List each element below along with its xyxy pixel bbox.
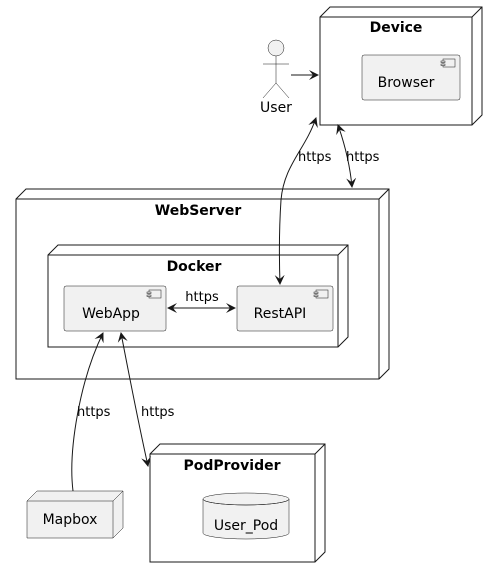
podprovider-node: PodProvider User_Pod xyxy=(149,443,326,563)
mapbox-webapp-edge xyxy=(71,332,104,492)
restapi-label: RestAPI xyxy=(254,306,307,322)
device-webserver-edge xyxy=(336,124,357,188)
webapp-restapi-edge-label: https xyxy=(185,290,219,305)
device-restapi-edge-label: https xyxy=(298,150,332,165)
docker-node: Docker WebApp RestAPI xyxy=(47,244,349,348)
device-title: Device xyxy=(370,20,423,36)
podprovider-title: PodProvider xyxy=(183,458,280,474)
browser-component: Browser xyxy=(361,54,461,101)
component-icon xyxy=(313,289,329,299)
webapp-component: WebApp xyxy=(63,285,167,332)
user-label: User xyxy=(260,100,292,116)
mapbox-node: Mapbox xyxy=(26,490,124,539)
mapbox-label: Mapbox xyxy=(43,512,98,528)
webapp-podprovider-edge xyxy=(117,332,151,467)
browser-label: Browser xyxy=(378,75,435,91)
webapp-podprovider-edge-label: https xyxy=(141,405,175,420)
device-restapi-edge xyxy=(274,117,318,285)
webserver-title: WebServer xyxy=(155,203,242,219)
webserver-node: WebServer Docker WebApp xyxy=(15,188,390,380)
user-actor: User xyxy=(260,39,292,116)
docker-title: Docker xyxy=(167,259,222,275)
mapbox-webapp-edge-label: https xyxy=(77,405,111,420)
device-webserver-edge-label: https xyxy=(346,150,380,165)
device-node: Device Browser xyxy=(319,6,483,126)
component-icon xyxy=(146,289,162,299)
webapp-label: WebApp xyxy=(82,306,140,322)
user-pod-database: User_Pod xyxy=(202,492,290,540)
component-icon xyxy=(440,58,456,68)
user-pod-label: User_Pod xyxy=(214,518,278,534)
restapi-component: RestAPI xyxy=(236,285,334,332)
